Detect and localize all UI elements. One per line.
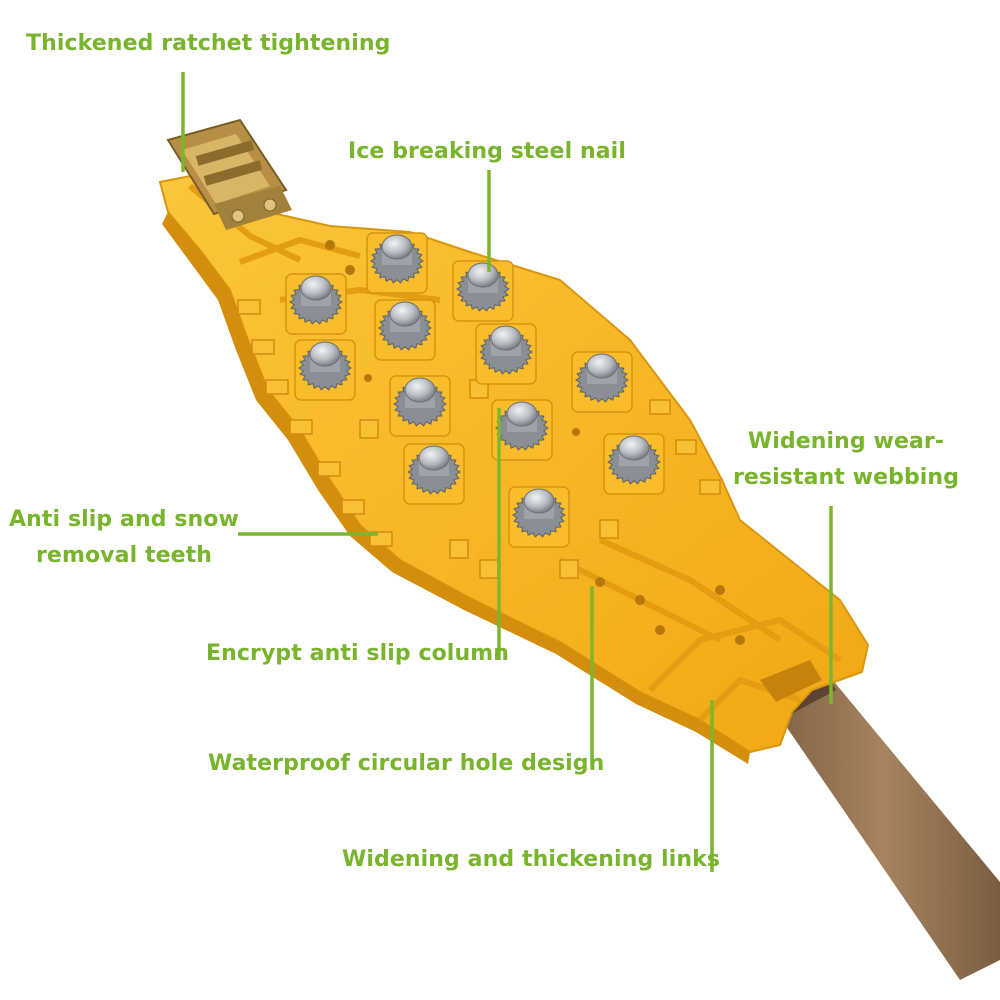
- steel-stud: [294, 339, 356, 401]
- callout-teeth-line2: removal teeth: [35, 543, 213, 568]
- steel-stud: [452, 260, 514, 322]
- webbing-strap: [768, 672, 1000, 980]
- callout-teeth-line1: Anti slip and snow: [9, 507, 239, 532]
- steel-stud: [571, 351, 633, 413]
- callout-webbing: Widening wear- resistant webbing: [722, 424, 970, 496]
- callout-links: Widening and thickening links: [342, 847, 721, 872]
- steel-stud: [389, 375, 451, 437]
- steel-stud: [491, 399, 553, 461]
- callout-nail: Ice breaking steel nail: [348, 139, 626, 164]
- callout-column: Encrypt anti slip column: [206, 641, 509, 666]
- steel-stud: [374, 299, 436, 361]
- steel-stud: [603, 433, 665, 495]
- callout-ratchet: Thickened ratchet tightening: [26, 31, 391, 56]
- leader-lines: [181, 72, 833, 872]
- steel-stud: [508, 486, 570, 548]
- callout-webbing-line2: resistant webbing: [732, 465, 960, 490]
- steel-stud: [366, 232, 428, 294]
- callout-hole: Waterproof circular hole design: [208, 751, 605, 776]
- steel-stud: [403, 443, 465, 505]
- steel-stud: [285, 273, 347, 335]
- ratchet-buckle: [166, 118, 292, 230]
- callout-webbing-line1: Widening wear-: [747, 429, 945, 454]
- steel-nail-studs: [285, 232, 665, 548]
- steel-stud: [475, 323, 537, 385]
- callout-teeth: Anti slip and snow removal teeth: [8, 502, 240, 574]
